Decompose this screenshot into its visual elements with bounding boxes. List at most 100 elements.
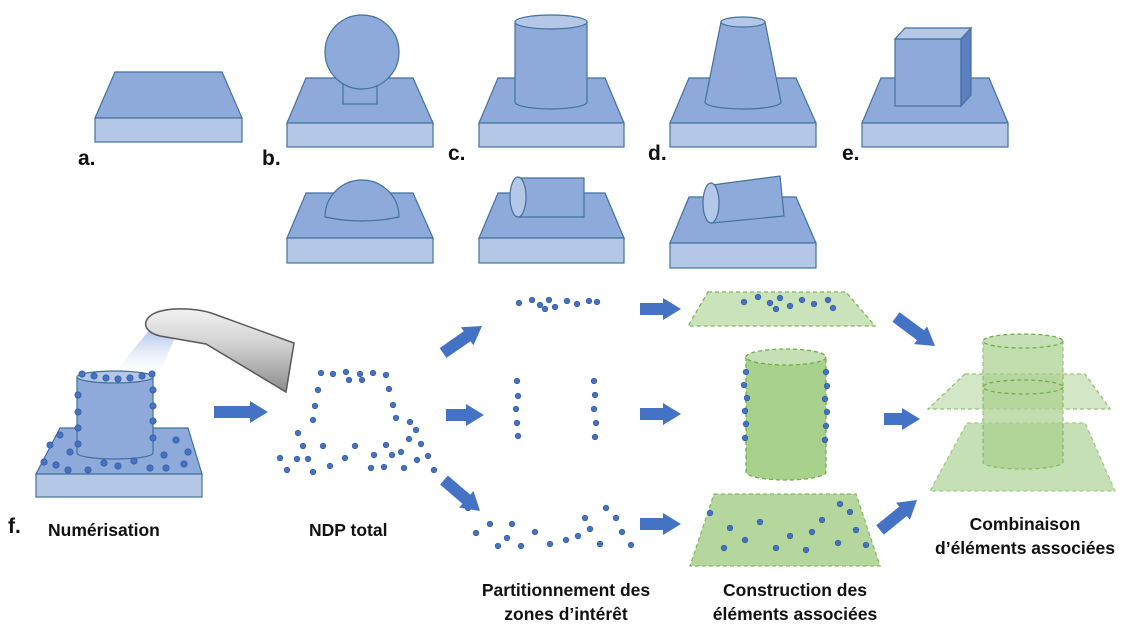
partition-point: [541, 305, 549, 313]
shape-a-plate: [94, 71, 243, 143]
partition-point: [591, 433, 599, 441]
partition-point: [562, 536, 570, 544]
cloud-point: [406, 418, 414, 426]
cloud-point: [345, 376, 353, 384]
partition-point: [517, 542, 525, 550]
label-b: b.: [262, 147, 281, 170]
scan-point: [74, 424, 82, 432]
partition-point: [590, 377, 598, 385]
scan-point: [102, 374, 110, 382]
total-point-cloud: [276, 368, 438, 476]
scanner-icon: [144, 308, 295, 394]
combined-elements: [926, 333, 1116, 492]
partition-plate-points: [464, 504, 635, 550]
fitted-point: [786, 532, 794, 540]
partition-point: [581, 514, 589, 522]
scan-point: [138, 372, 146, 380]
cloud-point: [367, 464, 375, 472]
fitted-point: [743, 394, 751, 402]
shape-c-cylinder-plate: [478, 14, 625, 148]
partition-point: [515, 299, 523, 307]
caption-construction-line1: Construction des: [723, 580, 867, 600]
label-c: c.: [448, 142, 466, 165]
fitted-point: [823, 382, 831, 390]
fitted-point: [823, 408, 831, 416]
scan-point: [114, 462, 122, 470]
fitted-point: [740, 381, 748, 389]
scan-point: [66, 448, 74, 456]
partition-point: [472, 529, 480, 537]
fitted-point: [742, 368, 750, 376]
cloud-point: [397, 448, 405, 456]
caption-combination-line1: Combinaison: [969, 514, 1081, 534]
partition-point: [536, 301, 544, 309]
fitted-point: [741, 434, 749, 442]
fitted-point: [822, 422, 830, 430]
fitted-point: [818, 516, 826, 524]
scan-point: [74, 440, 82, 448]
caption-partition: Partitionnement des zones d’intérêt: [451, 578, 681, 626]
fitted-point: [742, 420, 750, 428]
fitted-point: [756, 518, 764, 526]
fitted-point: [810, 300, 818, 308]
fitted-point: [706, 509, 714, 517]
partition-point: [563, 297, 571, 305]
fitted-point: [821, 395, 829, 403]
cloud-point: [382, 371, 390, 379]
cloud-point: [380, 463, 388, 471]
partition-point: [627, 541, 635, 549]
partition-point: [512, 405, 520, 413]
fitted-point: [720, 544, 728, 552]
cloud-point: [329, 370, 337, 378]
scan-point: [149, 386, 157, 394]
scan-point: [126, 374, 134, 382]
shape-b-hemisphere-plate: [286, 179, 434, 264]
fitted-point: [741, 536, 749, 544]
shape-d-cone-plate: [669, 16, 817, 148]
partition-point: [586, 525, 594, 533]
fitted-point: [772, 544, 780, 552]
partition-point: [545, 296, 553, 304]
arrow-cloud-to-plate: [440, 475, 480, 511]
fitted-point: [829, 304, 837, 312]
cloud-point: [342, 368, 350, 376]
caption-combination-line2: d’éléments associées: [935, 538, 1115, 558]
cloud-point: [356, 370, 364, 378]
fitted-point: [798, 296, 806, 304]
partition-point: [531, 528, 539, 536]
partition-point: [592, 419, 600, 427]
partition-point: [618, 528, 626, 536]
scan-point: [100, 459, 108, 467]
cloud-point: [389, 401, 397, 409]
fitted-point: [822, 368, 830, 376]
scan-point: [130, 457, 138, 465]
caption-combination: Combinaison d’éléments associées: [922, 512, 1128, 560]
fitted-point: [754, 293, 762, 301]
cloud-point: [382, 441, 390, 449]
partition-point: [602, 504, 610, 512]
fitted-point: [846, 508, 854, 516]
cloud-point: [369, 369, 377, 377]
cloud-point: [317, 369, 325, 377]
fitted-point: [836, 500, 844, 508]
scan-point: [149, 434, 157, 442]
shape-c-lying-cylinder-plate: [478, 176, 625, 264]
partition-point: [486, 520, 494, 528]
cloud-point: [385, 385, 393, 393]
scan-point: [184, 448, 192, 456]
fitted-point: [741, 407, 749, 415]
cloud-point: [299, 442, 307, 450]
partition-point: [508, 520, 516, 528]
scan-point: [78, 370, 86, 378]
cloud-point: [341, 454, 349, 462]
cloud-point: [400, 464, 408, 472]
cloud-point: [304, 455, 312, 463]
cloud-point: [294, 429, 302, 437]
scan-point: [162, 464, 170, 472]
cloud-point: [424, 452, 432, 460]
fitted-point: [802, 546, 810, 554]
cloud-point: [358, 376, 366, 384]
cloud-point: [314, 386, 322, 394]
shape-b-sphere-plate: [286, 14, 434, 148]
scan-point: [64, 466, 72, 474]
